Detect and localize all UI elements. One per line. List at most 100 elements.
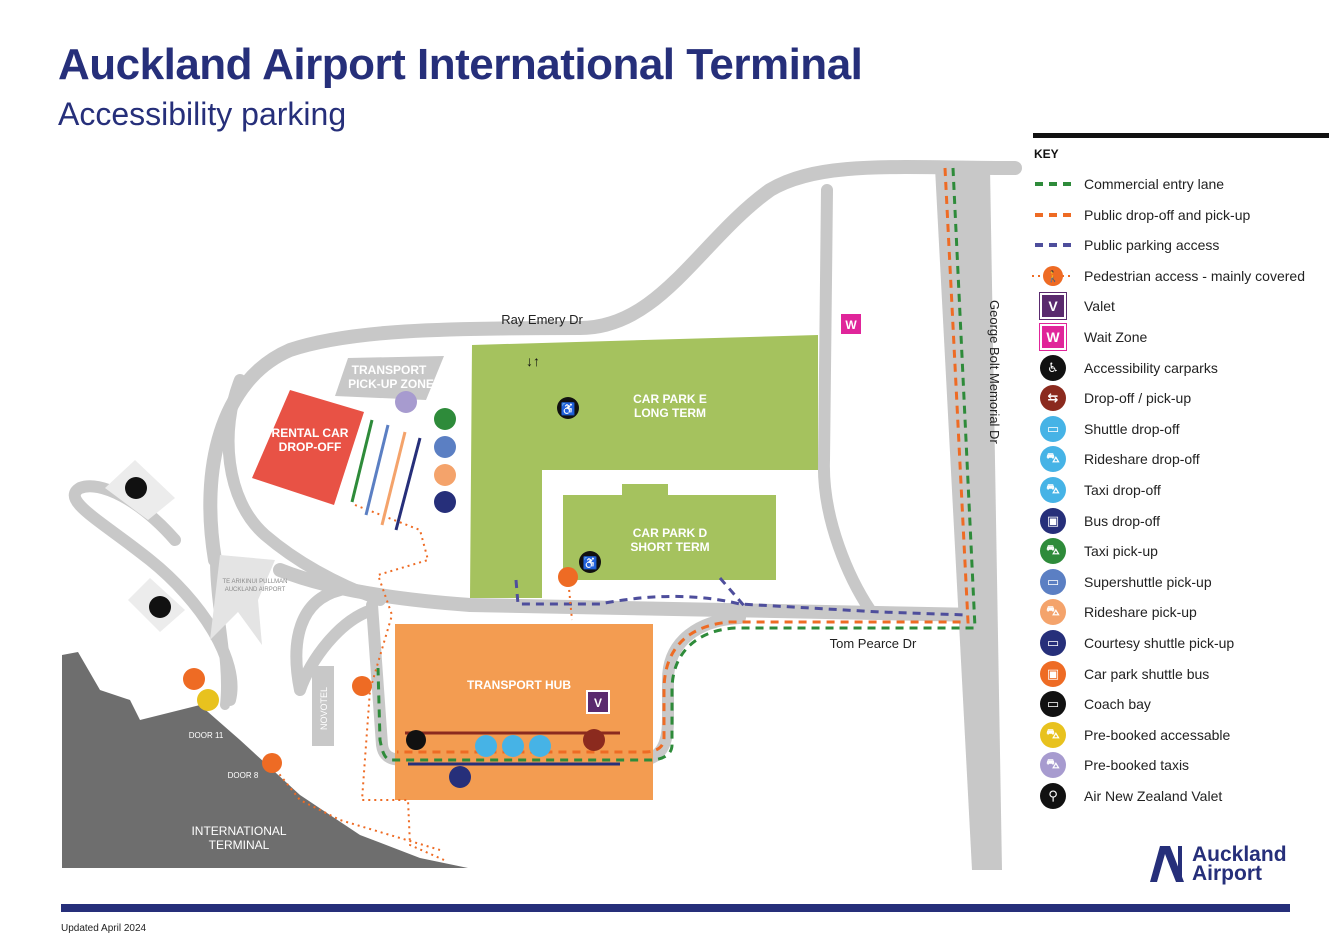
label-terminal: INTERNATIONAL xyxy=(191,824,286,838)
label-tom-pearce: Tom Pearce Dr xyxy=(830,636,917,651)
key-item-label: Rideshare drop-off xyxy=(1084,451,1200,468)
label-car-park-d-sub: SHORT TERM xyxy=(630,540,709,554)
page-title: Auckland Airport International Terminal xyxy=(58,40,863,89)
key-item: ⛍Taxi pick-up xyxy=(1030,536,1330,566)
key-item-label: Air New Zealand Valet xyxy=(1084,788,1223,804)
circle-badge-icon: ▣ xyxy=(1030,659,1076,689)
key-item: Commercial entry lane xyxy=(1030,169,1330,199)
pedestrian-route-hub xyxy=(354,504,445,861)
hub-shuttle-dropoff-marker xyxy=(529,735,551,757)
key-item: ▭ Courtesy shuttle pick-up xyxy=(1030,628,1330,658)
courtesy-shuttle-marker xyxy=(434,491,456,513)
auckland-airport-logo: Auckland Airport xyxy=(1148,844,1287,884)
key-item-label: Coach bay xyxy=(1084,696,1151,713)
circle-badge-icon: ⚲ xyxy=(1030,781,1076,811)
label-transport-hub: TRANSPORT HUB xyxy=(467,678,571,692)
circle-badge-icon: ⛍ xyxy=(1030,536,1076,566)
key-item-label: Commercial entry lane xyxy=(1084,176,1225,192)
key-item: ▭ Coach bay xyxy=(1030,689,1330,719)
label-pullman: TE ARIKINUI PULLMAN xyxy=(222,579,287,585)
international-terminal xyxy=(62,652,468,868)
key-title: KEY xyxy=(1034,147,1059,161)
transport-pickup-zone xyxy=(335,356,444,400)
rental-lane-peach xyxy=(380,431,407,526)
key-divider xyxy=(1033,133,1329,138)
pedestrian-marker-carpark xyxy=(558,567,578,587)
key-item-label: Rideshare pick-up xyxy=(1084,604,1197,621)
road-novotel-loop xyxy=(290,584,378,696)
rental-car-dropoff xyxy=(252,390,364,505)
key-item-label: Drop-off / pick-up xyxy=(1084,390,1192,407)
key-item: ⛍ Rideshare pick-up xyxy=(1030,597,1330,627)
dashed-line-icon xyxy=(1030,230,1076,260)
circle-badge-icon: ▭ xyxy=(1030,689,1076,719)
key-item-label: Taxi drop-off xyxy=(1084,482,1161,498)
key-item: ▭Shuttle drop-off xyxy=(1030,414,1330,444)
car-park-shuttle-marker xyxy=(183,668,205,690)
lanes xyxy=(376,167,977,762)
key-item-label: Supershuttle pick-up xyxy=(1084,573,1212,590)
key-item: ⛍ Rideshare drop-off xyxy=(1030,444,1330,474)
airport-map: ♿ ♿ V W ↓↑ Ray Emery Dr Tom Pearce Dr Ge… xyxy=(62,160,1022,870)
key-item-label: Pre-booked accessable xyxy=(1084,726,1231,743)
hub-rideshare-dropoff-marker xyxy=(502,735,524,757)
novotel xyxy=(312,666,334,746)
hub-accessibility-marker xyxy=(406,730,426,750)
updated-date: Updated April 2024 xyxy=(61,923,147,934)
hub-bus-dropoff-marker xyxy=(449,766,471,788)
public-parking-access xyxy=(514,577,969,617)
circle-badge-icon: ⇆ xyxy=(1030,383,1076,413)
key-item-label: Accessibility carparks xyxy=(1084,359,1218,376)
svg-text:🚶: 🚶 xyxy=(1046,270,1060,283)
public-dropoff-lane xyxy=(397,167,970,754)
label-pullman-sub: AUCKLAND AIRPORT xyxy=(225,587,286,593)
label-transport-pickup-sub: PICK-UP ZONE xyxy=(348,377,434,391)
circle-badge-icon: ▭ xyxy=(1030,628,1076,658)
key-item: ▣Bus drop-off xyxy=(1030,506,1330,536)
pedestrian-marker-door8 xyxy=(262,753,282,773)
label-car-park-e-sub: LONG TERM xyxy=(634,406,706,420)
label-george-bolt: George Bolt Memorial Dr xyxy=(987,300,1002,444)
key-item: ▣ Car park shuttle bus xyxy=(1030,659,1330,689)
accessibility-marker-e xyxy=(557,397,579,419)
circle-badge-icon: ⛍ xyxy=(1030,475,1076,505)
label-terminal-sub: TERMINAL xyxy=(209,838,270,852)
accessibility-glyph: ♿ xyxy=(561,402,576,416)
key-item: ⛍Pre-booked taxis xyxy=(1030,750,1330,780)
key-item: ▭ Supershuttle pick-up xyxy=(1030,567,1330,597)
hub-taxi-dropoff-marker xyxy=(475,735,497,757)
rental-lanes xyxy=(350,419,422,531)
key-item: Public drop-off and pick-up xyxy=(1030,200,1330,230)
circle-badge-icon: ⛍ xyxy=(1030,597,1076,627)
rental-lane-navy xyxy=(394,437,422,531)
coach-bay-marker xyxy=(125,477,147,499)
key-item: ⚲ Air New Zealand Valet xyxy=(1030,781,1330,811)
pedestrian-route-door8 xyxy=(271,764,441,851)
accessibility-marker-d xyxy=(579,551,601,573)
road-carpark-e-west xyxy=(817,184,876,616)
label-novotel: NOVOTEL xyxy=(319,687,329,730)
rental-lane-green xyxy=(350,419,374,503)
pedestrian-icon: 🚶 xyxy=(1030,261,1076,291)
key-item-label: Courtesy shuttle pick-up xyxy=(1084,635,1235,651)
pre-booked-accessible-marker xyxy=(197,689,219,711)
valet-glyph: V xyxy=(594,696,602,710)
circle-badge-icon: ▭ xyxy=(1030,567,1076,597)
footer-bar xyxy=(61,904,1290,912)
key-item-label: Shuttle drop-off xyxy=(1084,420,1180,437)
key-item: 🚶Pedestrian access - mainly covered xyxy=(1030,261,1330,291)
circle-badge-icon: ▣ xyxy=(1030,506,1076,536)
circle-badge-icon: ⛍ xyxy=(1030,444,1076,474)
car-park-d xyxy=(563,484,776,580)
accessibility-glyph: ♿ xyxy=(583,556,598,570)
circle-badge-icon: ⛍ xyxy=(1030,750,1076,780)
hub-dropoff-pickup-marker xyxy=(583,729,605,751)
pullman-hotel xyxy=(210,555,275,645)
air-nz-valet-marker xyxy=(149,596,171,618)
key-item-label: Public drop-off and pick-up xyxy=(1084,206,1251,223)
label-door-8: DOOR 8 xyxy=(228,771,259,780)
transport-hub xyxy=(395,624,653,800)
key-item-label: Car park shuttle bus xyxy=(1084,665,1210,682)
